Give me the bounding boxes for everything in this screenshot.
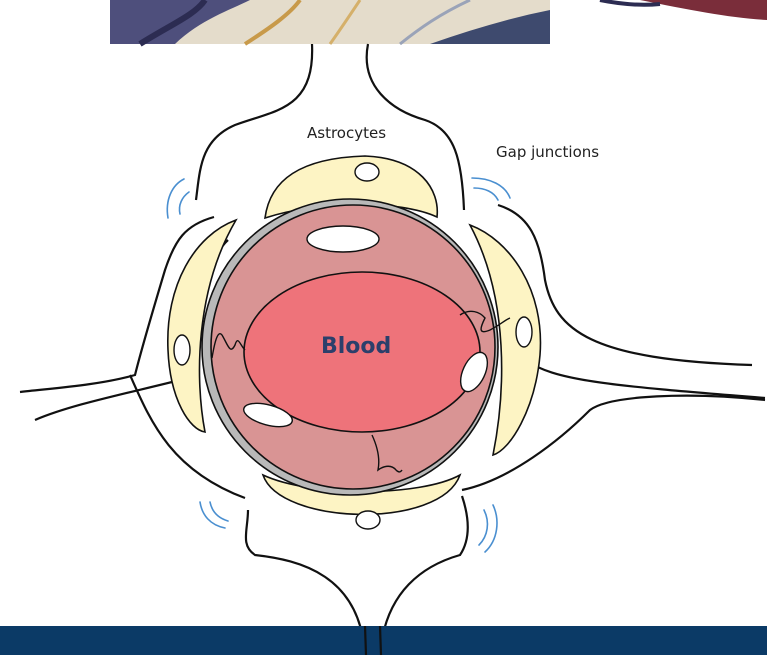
blood-label: Blood (321, 334, 391, 359)
footer-band (0, 626, 767, 655)
astrocytes-label: Astrocytes (307, 124, 386, 142)
nucleus-top (307, 226, 379, 252)
top-photo-strip (110, 0, 767, 44)
gap-junctions-label: Gap junctions (496, 143, 599, 161)
